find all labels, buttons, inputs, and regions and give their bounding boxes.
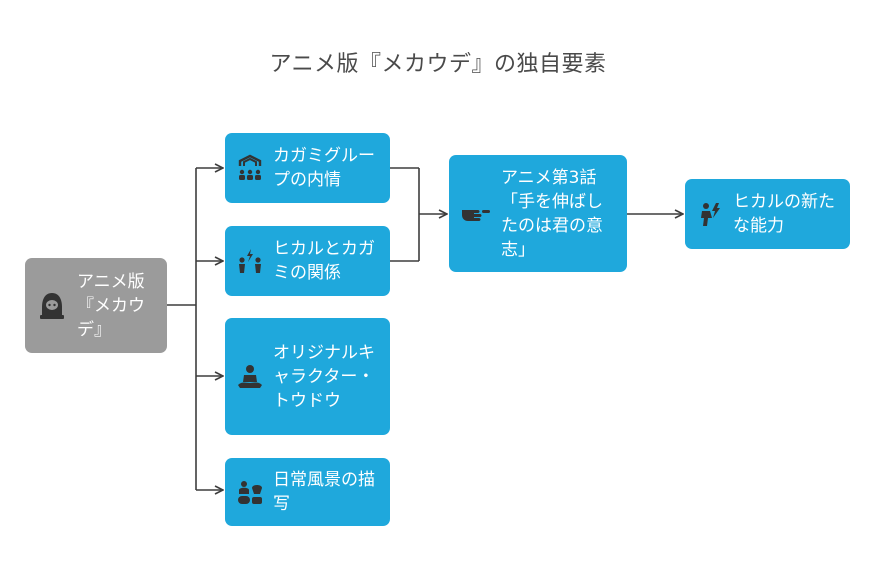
result-label: ヒカルの新たな能力	[733, 192, 835, 236]
episode-label: アニメ第3話「手を伸ばしたのは君の意志」	[501, 167, 603, 260]
branch-node-original-character: オリジナルキャラクター・トウドウ	[225, 318, 390, 435]
daily-life-icon	[235, 478, 265, 506]
branch-label-4: 日常風景の描写	[273, 470, 375, 514]
branch-node-group-affairs: カガミグループの内情	[225, 133, 390, 203]
pointing-hand-icon	[459, 202, 493, 226]
diagram-title: アニメ版『メカウデ』の独自要素	[269, 52, 607, 77]
meditating-figure-icon	[235, 363, 265, 391]
relationship-icon	[235, 247, 265, 275]
organization-icon	[235, 154, 265, 182]
branch-label-3: オリジナルキャラクター・トウドウ	[273, 342, 375, 411]
branch-label-1: カガミグループの内情	[273, 146, 375, 190]
root-label: アニメ版『メカウデ』	[77, 271, 145, 340]
episode-node: アニメ第3話「手を伸ばしたのは君の意志」	[449, 155, 627, 272]
branch-node-relationship: ヒカルとカガミの関係	[225, 226, 390, 296]
hooded-figure-icon	[35, 291, 69, 321]
branch-label-2: ヒカルとカガミの関係	[273, 239, 375, 283]
branch-node-daily-life: 日常風景の描写	[225, 458, 390, 526]
result-node: ヒカルの新たな能力	[685, 179, 850, 249]
power-figure-icon	[695, 200, 725, 228]
root-node: アニメ版『メカウデ』	[25, 258, 167, 353]
